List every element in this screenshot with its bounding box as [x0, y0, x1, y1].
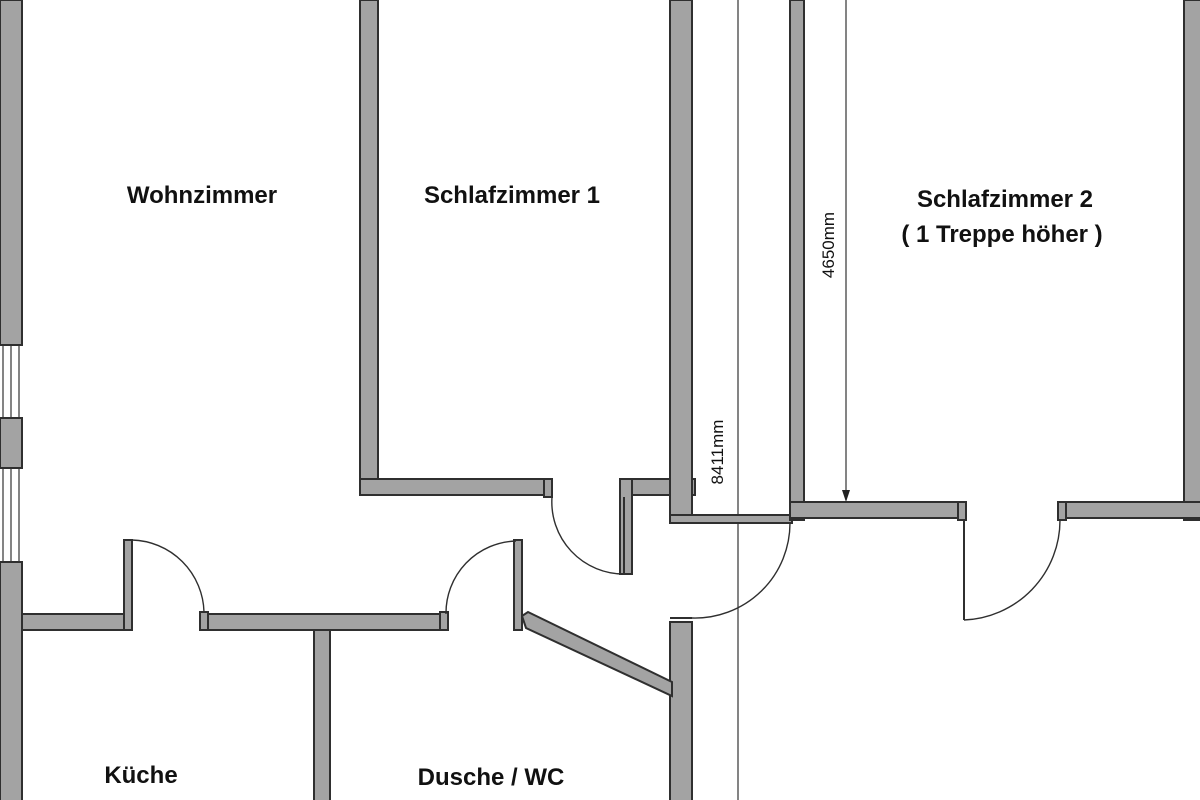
corridor-divider-wall [669, 514, 793, 524]
room-label-wohnzimmer: Wohnzimmer [127, 182, 277, 209]
left-outer-wall-lower [0, 561, 23, 800]
schlafzimmer1-left-wall [359, 0, 379, 496]
schlafzimmer1-door-jamb [619, 478, 633, 575]
corridor-left-wall [669, 0, 693, 516]
kueche-top-wall-left [21, 613, 127, 631]
kueche-top-wall-right [204, 613, 446, 631]
schlafzimmer2-left-wall [789, 0, 805, 521]
left-outer-wall-upper [0, 0, 23, 346]
dusche-right-wall [669, 621, 693, 800]
room-label-schlafzimmer2-note: ( 1 Treppe höher ) [901, 221, 1102, 248]
schlafzimmer1-door [543, 478, 625, 575]
bedroom2-dimension-line [842, 0, 850, 502]
room-label-dusche-wc: Dusche / WC [418, 764, 565, 791]
dusche-door [439, 539, 523, 631]
window-left [0, 345, 23, 562]
room-label-schlafzimmer2: Schlafzimmer 2 [917, 186, 1093, 213]
schlafzimmer2-bottom-wall-left [789, 501, 959, 519]
kueche-dusche-divider-wall [313, 629, 331, 800]
schlafzimmer2-door [957, 501, 1067, 621]
corridor-door [670, 522, 791, 619]
schlafzimmer2-right-wall [1183, 0, 1200, 521]
room-label-schlafzimmer1: Schlafzimmer 1 [424, 182, 600, 209]
dimension-label-corridor: 8411mm [708, 420, 727, 485]
kueche-door [123, 539, 209, 631]
schlafzimmer2-bottom-wall-right [1063, 501, 1200, 519]
room-label-kueche: Küche [104, 762, 177, 789]
dusche-diagonal-wall [520, 610, 673, 698]
schlafzimmer1-bottom-wall-left [359, 478, 551, 496]
dimension-label-bedroom2: 4650mm [819, 212, 838, 278]
